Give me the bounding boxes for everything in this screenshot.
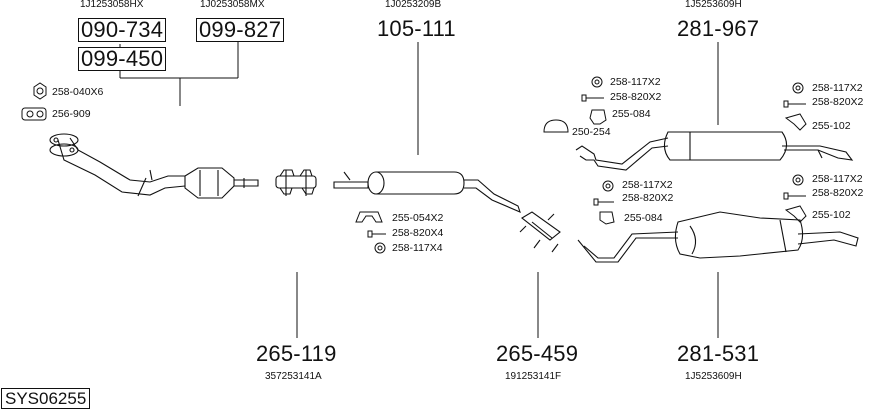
fitting-br-258-820: 258-820X2 xyxy=(812,187,864,199)
fitting-258-040: 258-040X6 xyxy=(52,86,104,98)
fitting-bl-258-117: 258-117X2 xyxy=(622,179,673,191)
rear-clamp-part xyxy=(519,211,561,253)
part-281-967: 281-967 xyxy=(677,16,760,41)
oem-ref-catalyst: 1J0253058MX xyxy=(200,0,265,10)
oem-ref-clamp-rear: 191253141F xyxy=(505,371,562,382)
part-090-734: 090-734 xyxy=(78,18,167,42)
oem-ref-downpipe: 1J1253058HX xyxy=(80,0,144,10)
fitting-255-054: 255-054X2 xyxy=(392,212,444,224)
fitting-tr-258-820: 258-820X2 xyxy=(812,96,864,108)
fitting-250-254: 250-254 xyxy=(572,126,611,138)
oem-ref-rear-box-bottom: 1J5253609H xyxy=(685,371,742,382)
front-silencer-part xyxy=(333,171,521,213)
fitting-tl-258-820: 258-820X2 xyxy=(610,91,662,103)
oem-ref-clamp-mid: 357253141A xyxy=(265,371,322,382)
part-281-531: 281-531 xyxy=(677,341,760,366)
fitting-bl-255-084: 255-084 xyxy=(624,212,663,224)
leader-lines xyxy=(119,42,719,338)
part-265-119: 265-119 xyxy=(256,341,337,366)
fitting-tl-258-117: 258-117X2 xyxy=(610,76,661,88)
oem-ref-front-box: 1J0253209B xyxy=(385,0,442,10)
catalyst-part xyxy=(184,167,259,199)
front-clamp-part xyxy=(275,169,317,196)
system-code: SYS06255 xyxy=(1,388,91,409)
part-099-827: 099-827 xyxy=(196,18,285,42)
part-099-450: 099-450 xyxy=(78,47,167,71)
downpipe-part xyxy=(49,133,186,197)
fitting-br-255-102: 255-102 xyxy=(812,209,851,221)
fitting-tr-258-117: 258-117X2 xyxy=(812,82,863,94)
fitting-tl-255-084: 255-084 xyxy=(612,108,651,120)
fitting-tr-255-102: 255-102 xyxy=(812,120,851,132)
oem-ref-rear-box-top: 1J5253609H xyxy=(685,0,742,10)
fitting-258-117x4: 258-117X4 xyxy=(392,242,443,254)
fitting-256-909: 256-909 xyxy=(52,108,91,120)
fitting-br-258-117: 258-117X2 xyxy=(812,173,863,185)
fitting-icons xyxy=(21,76,807,254)
part-105-111: 105-111 xyxy=(377,16,456,41)
fitting-bl-258-820: 258-820X2 xyxy=(622,192,674,204)
rear-silencer-bottom-part xyxy=(577,211,859,263)
part-265-459: 265-459 xyxy=(496,341,579,366)
rear-silencer-top-part xyxy=(575,131,854,171)
fitting-258-820x4: 258-820X4 xyxy=(392,227,444,239)
